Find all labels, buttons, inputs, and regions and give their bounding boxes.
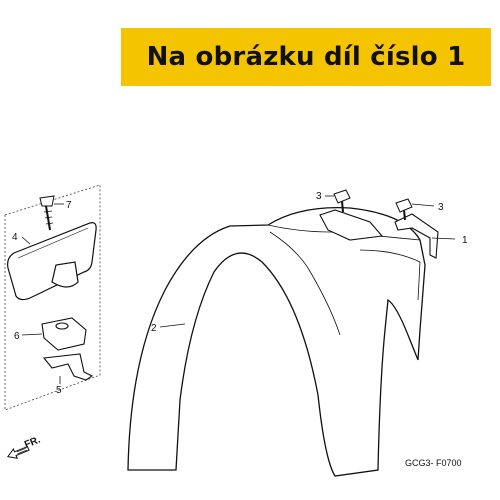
front-arrow-icon [6, 445, 30, 459]
callout-3-left: 3 [316, 191, 322, 202]
leader-lines [21, 195, 456, 384]
part-number-banner: Na obrázku díl číslo 1 [121, 28, 491, 86]
subassembly-frame [4, 184, 101, 411]
callout-4: 4 [12, 232, 18, 243]
banner-text: Na obrázku díl číslo 1 [146, 42, 466, 72]
part-7-screw [39, 195, 55, 231]
part-4-mudflap [7, 222, 97, 301]
callout-1: 1 [462, 235, 468, 246]
part-1-bracket [319, 209, 439, 259]
part-3-screws [333, 189, 413, 221]
callout-7: 7 [66, 200, 72, 211]
callout-3-right: 3 [438, 202, 444, 213]
callout-5: 5 [56, 385, 62, 396]
callout-2: 2 [151, 323, 157, 334]
part-5-clip [42, 353, 94, 381]
part-6-collar [41, 317, 87, 351]
part-2-front-fender [127, 206, 426, 477]
front-direction-label: FR. [23, 434, 42, 450]
diagram-code: GCG3- F0700 [405, 458, 462, 468]
callout-6: 6 [14, 331, 20, 342]
